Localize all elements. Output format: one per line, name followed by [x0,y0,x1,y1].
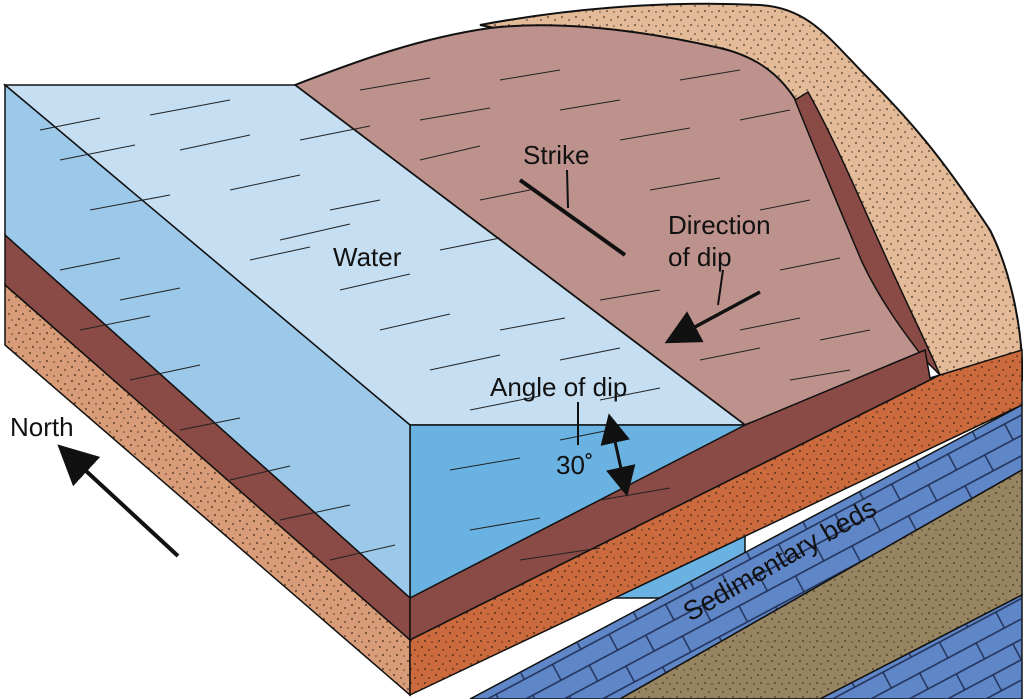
hatch-stroke [519,547,601,561]
dip-angle-arrow-icon [600,413,636,497]
dip-direction-arrow-icon [664,290,761,344]
hatch-stroke [379,313,451,331]
hatch-stroke [779,257,841,271]
north-arrow-icon [57,444,180,558]
hatch-stroke [599,289,661,301]
hatch-stroke [329,199,381,211]
hatch-stroke [759,199,811,211]
north-label: North [10,412,74,442]
hatch-stroke [469,395,541,411]
hatch-stroke [699,347,761,361]
hatch-stroke [419,107,491,121]
orange-bed-stipple [410,350,1022,695]
hatch-stroke [649,177,721,191]
hatch-stroke [439,237,501,251]
hatch-stroke [739,109,791,121]
hatch-stroke [499,317,566,331]
hatch-stroke [119,287,181,301]
olive-bed-stipple [620,470,1022,699]
hatch-stroke [59,257,121,271]
hatch-stroke [229,465,291,481]
hatch-stroke [39,117,101,131]
angle-value-label: 30˚ [556,450,594,480]
hatch-stroke [819,329,871,341]
hatch-stroke [179,134,251,151]
strike-leader [566,169,569,209]
hatch-stroke [249,246,311,261]
hatch-stroke [479,189,531,201]
hatch-stroke [79,315,151,331]
hatch-stroke [279,504,351,521]
strike-line [518,178,627,257]
hatch-stroke [619,127,691,141]
surface-hatching [39,69,871,561]
hatch-stroke [789,369,851,381]
limestone-bed-lower-bricks [820,595,1022,699]
hatch-stroke [739,317,801,331]
direction-of-dip-label-line2: of dip [668,242,732,272]
hatch-stroke [419,145,481,161]
hatch-stroke [469,517,541,531]
hatch-stroke [279,223,351,241]
hatch-stroke [359,77,431,91]
hatch-stroke [599,387,661,401]
hatch-stroke [179,417,241,431]
hatch-stroke [299,125,371,141]
hatch-stroke [59,144,136,161]
hatch-stroke [339,273,411,291]
hatch-stroke [499,69,561,81]
direction-of-dip-label-line1: Direction [668,210,771,240]
hatch-stroke [89,194,171,211]
hatch-stroke [559,347,621,361]
hatch-stroke [229,174,301,191]
angle-of-dip-label: Angle of dip [490,372,627,402]
limestone-bed-upper-bricks [470,405,1022,699]
hatch-stroke [129,364,201,381]
hatch-stroke [559,99,621,111]
hatch-stroke [679,69,741,81]
hatch-stroke [449,457,521,471]
strike-label: Strike [523,140,589,170]
hatch-stroke [429,354,501,371]
water-label: Water [333,242,402,272]
left-sand-stipple [5,285,410,695]
dip-direction-leader [717,269,724,306]
hatch-stroke [329,544,396,561]
hatch-stroke [149,99,231,116]
